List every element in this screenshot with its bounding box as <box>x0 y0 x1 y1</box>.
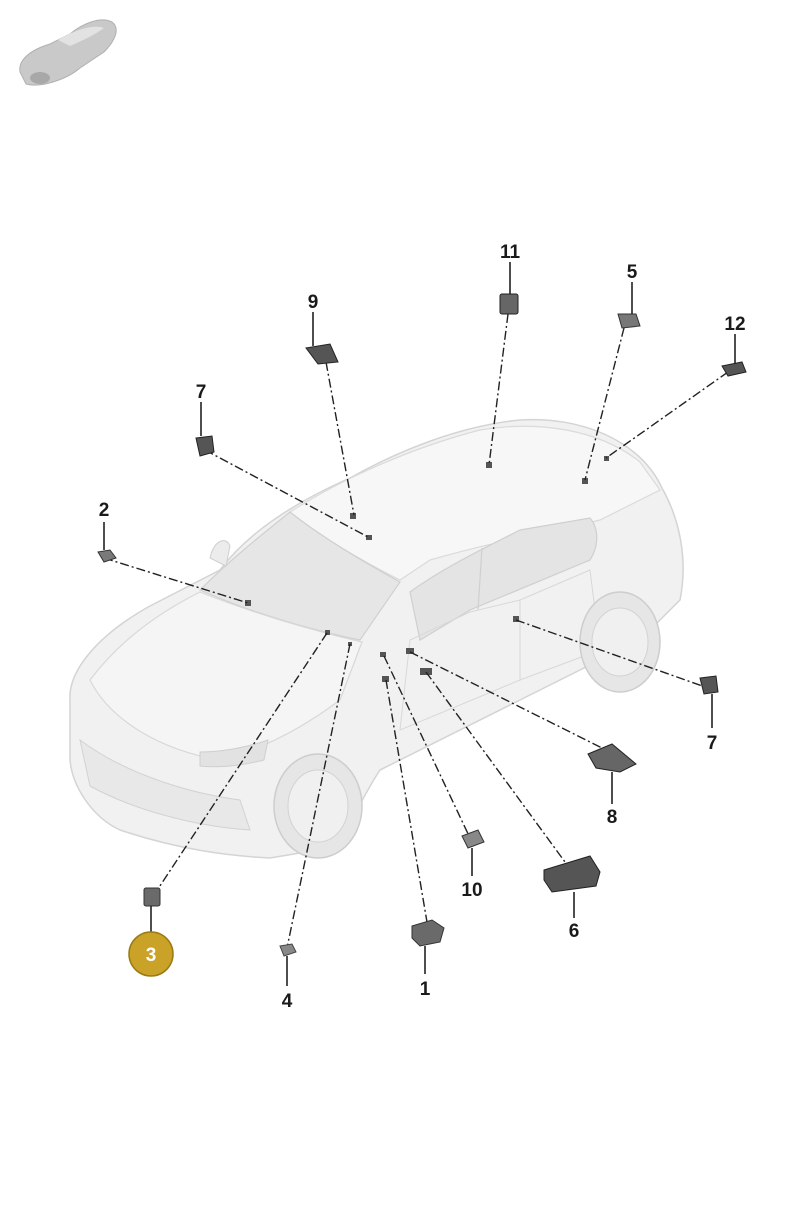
callout-label-7-front[interactable]: 7 <box>196 382 207 403</box>
part-icon-5[interactable] <box>617 313 641 329</box>
callout-label-12[interactable]: 12 <box>724 314 745 335</box>
callout-label-1[interactable]: 1 <box>420 979 431 1000</box>
callout-label-4[interactable]: 4 <box>282 991 293 1012</box>
selected-callout-3[interactable]: 3 <box>128 931 174 977</box>
callout-labels: 1 2 4 5 6 7 7 8 9 10 11 12 <box>99 242 746 1012</box>
suv-outline-icon <box>69 418 684 859</box>
part-icon-1[interactable] <box>411 919 445 947</box>
callout-label-10[interactable]: 10 <box>461 880 482 901</box>
part-icon-4[interactable] <box>279 943 297 957</box>
part-icon-8[interactable] <box>587 743 637 773</box>
callout-label-2[interactable]: 2 <box>99 500 110 521</box>
part-icon-9[interactable] <box>305 343 339 365</box>
part-icon-6[interactable] <box>543 855 601 893</box>
callout-label-5[interactable]: 5 <box>627 262 638 283</box>
part-icon-3[interactable] <box>143 887 161 907</box>
part-icon-7a[interactable] <box>195 435 215 457</box>
callout-label-7-rear[interactable]: 7 <box>707 733 718 754</box>
callout-label-8[interactable]: 8 <box>607 807 618 828</box>
car-thumbnail-icon[interactable] <box>19 19 117 86</box>
callout-ticks <box>103 262 736 986</box>
callout-label-9[interactable]: 9 <box>308 292 319 313</box>
part-icon-11[interactable] <box>499 293 519 315</box>
part-icon-10[interactable] <box>461 829 485 849</box>
part-icon-2[interactable] <box>97 549 117 563</box>
part-icons <box>97 293 747 957</box>
callout-label-11[interactable]: 11 <box>500 242 521 263</box>
part-icon-7b[interactable] <box>699 675 719 695</box>
callout-label-6[interactable]: 6 <box>569 921 580 942</box>
leader-lines <box>103 313 729 949</box>
callout-label-3: 3 <box>146 945 157 966</box>
